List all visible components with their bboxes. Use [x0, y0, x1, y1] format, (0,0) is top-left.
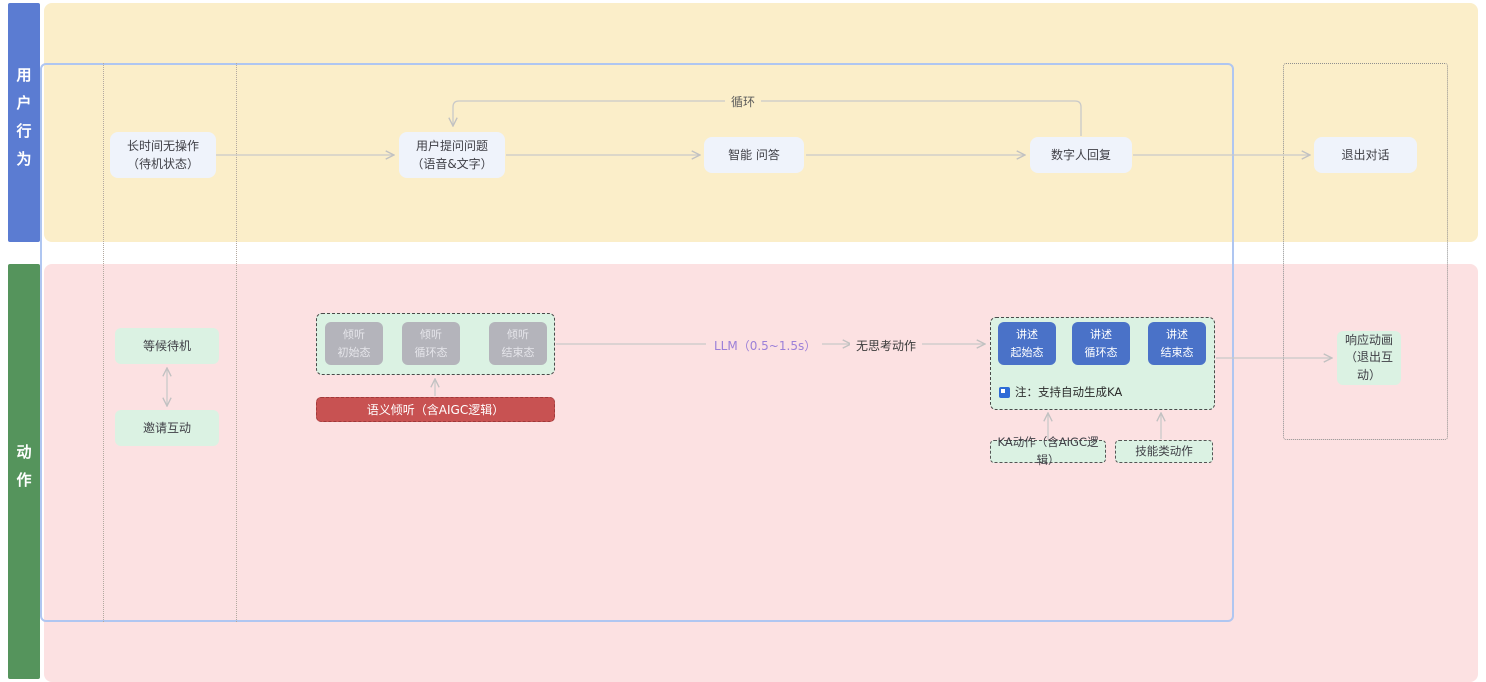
smart-qa-box[interactable]: 智能 问答 — [704, 137, 804, 173]
skill-action-box[interactable]: 技能类动作 — [1115, 440, 1213, 463]
listen-loop-state-box[interactable]: 倾听 循环态 — [402, 322, 460, 365]
invite-interaction-box[interactable]: 邀请互动 — [115, 410, 219, 446]
user-question-box[interactable]: 用户提问问题 （语音&文字） — [399, 132, 505, 178]
action-lane — [44, 264, 1478, 682]
listen-initial-state-box[interactable]: 倾听 初始态 — [325, 322, 383, 365]
user-behavior-lane — [44, 3, 1478, 242]
ka-action-box[interactable]: KA动作（含AIGC逻辑） — [990, 435, 1106, 467]
note-text: 注：支持自动生成KA — [1015, 385, 1123, 399]
speak-start-state-box[interactable]: 讲述 起始态 — [998, 322, 1056, 365]
speak-loop-state-box[interactable]: 讲述 循环态 — [1072, 322, 1130, 365]
wait-standby-box[interactable]: 等候待机 — [115, 328, 219, 364]
auto-ka-note: 注：支持自动生成KA — [999, 384, 1122, 400]
exit-group-frame — [1283, 63, 1448, 440]
action-lane-label: 动作 — [8, 264, 40, 679]
speak-end-state-box[interactable]: 讲述 结束态 — [1148, 322, 1206, 365]
digital-human-reply-box[interactable]: 数字人回复 — [1030, 137, 1132, 173]
listen-end-state-box[interactable]: 倾听 结束态 — [489, 322, 547, 365]
guide-line-2 — [236, 63, 237, 622]
user-behavior-lane-label: 用户行为 — [8, 3, 40, 242]
semantic-listen-box[interactable]: 语义倾听（含AIGC逻辑） — [316, 397, 555, 422]
response-animation-box[interactable]: 响应动画（退出互动） — [1337, 331, 1401, 385]
guide-line-1 — [103, 63, 104, 622]
idle-state-box[interactable]: 长时间无操作 （待机状态） — [110, 132, 216, 178]
loop-label: 循环 — [725, 93, 762, 109]
llm-latency-label: LLM（0.5~1.5s） — [708, 337, 823, 353]
note-icon — [999, 386, 1010, 398]
no-think-action-label: 无思考动作 — [850, 337, 923, 353]
exit-dialog-box[interactable]: 退出对话 — [1314, 137, 1417, 173]
